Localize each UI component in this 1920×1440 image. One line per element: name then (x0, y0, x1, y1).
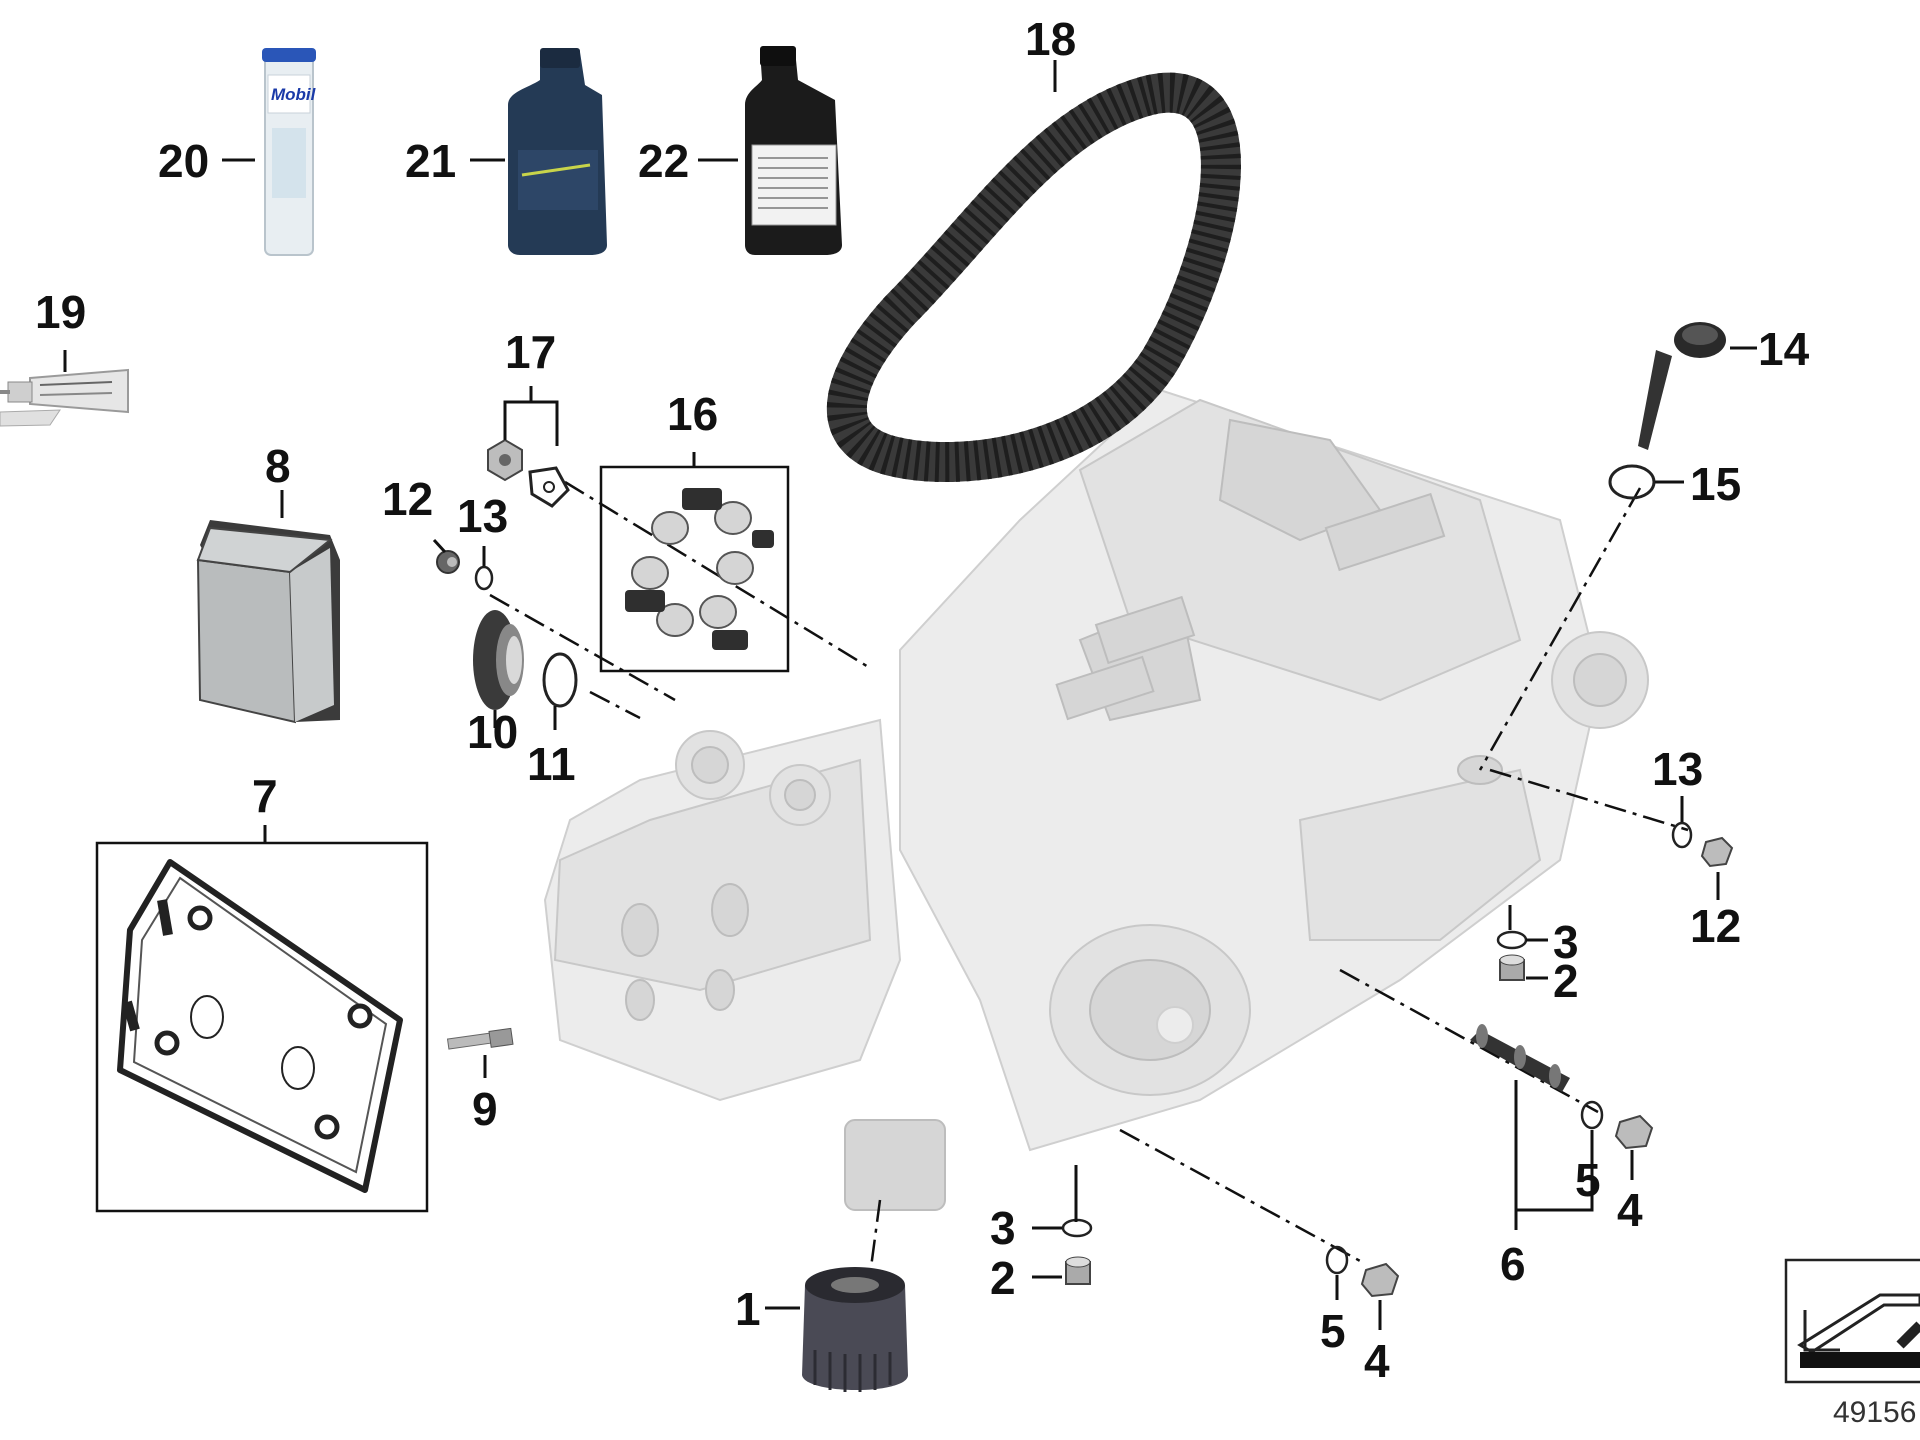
callout-5-right: 5 (1575, 1154, 1601, 1206)
callout-10: 10 (467, 706, 518, 758)
engine-transmission-housing (543, 388, 1649, 1211)
gear-oil-bottle-part (745, 46, 842, 255)
sealant-tube-part (0, 368, 129, 427)
plug-4-right (1614, 1114, 1654, 1150)
oil-filter-part (802, 1267, 908, 1392)
callout-12-left: 12 (382, 473, 433, 525)
callout-3-bottom: 3 (990, 1202, 1016, 1254)
strainer-part (1470, 1024, 1570, 1092)
callout-4-bottom: 4 (1364, 1335, 1390, 1387)
washer-3-bottom (1061, 1218, 1093, 1238)
callout-7: 7 (252, 770, 278, 822)
callout-15: 15 (1690, 458, 1741, 510)
callout-2-bottom: 2 (990, 1252, 1016, 1304)
bolt-12-left (436, 550, 460, 574)
grease-tube-part: Mobil (262, 48, 317, 256)
callout-21: 21 (405, 135, 456, 187)
o-ring-15 (1608, 464, 1656, 500)
callout-17: 17 (505, 326, 556, 378)
callout-1: 1 (735, 1283, 761, 1335)
callout-22: 22 (638, 135, 689, 187)
assembly-axis-lines (489, 480, 1689, 1276)
bolt-12-right (1700, 836, 1734, 868)
callout-13-right: 13 (1652, 743, 1703, 795)
callout-18: 18 (1025, 13, 1076, 65)
washer-5-right (1580, 1100, 1604, 1130)
callout-6: 6 (1500, 1238, 1526, 1290)
callout-16: 16 (667, 388, 718, 440)
o-ring-11 (542, 652, 578, 708)
diagram-reference-logo (1784, 1258, 1920, 1384)
engine-oil-bottle-part (508, 48, 607, 255)
damper-set-part (599, 465, 790, 673)
callout-12-right: 12 (1690, 900, 1741, 952)
callout-3-right: 3 (1553, 916, 1579, 968)
cap-part (473, 610, 524, 710)
washer-5-bottom (1325, 1245, 1349, 1275)
plug-2-right (1499, 954, 1525, 981)
leader-lines (63, 60, 1757, 1330)
grease-brand-label: Mobil (271, 85, 317, 104)
callout-9: 9 (472, 1083, 498, 1135)
drive-belt-part (827, 72, 1241, 482)
callout-5-bottom: 5 (1320, 1305, 1346, 1357)
plug-4-bottom (1360, 1262, 1400, 1298)
callout-20: 20 (158, 135, 209, 187)
callout-13-left: 13 (457, 490, 508, 542)
washer-13-right (1671, 821, 1693, 849)
air-filter-part (196, 520, 340, 724)
dipstick-part (1638, 322, 1726, 450)
screw-plug-part (446, 1027, 514, 1050)
callout-2-right: 2 (1553, 955, 1579, 1007)
diagram-reference-number: 49156 (1833, 1396, 1916, 1429)
callout-19: 19 (35, 286, 86, 338)
washer-3-right (1496, 930, 1528, 950)
washer-13-left (474, 565, 494, 591)
callout-14: 14 (1758, 323, 1810, 375)
callout-11: 11 (527, 738, 576, 790)
callout-8: 8 (265, 440, 291, 492)
plug-2-bottom (1065, 1256, 1091, 1285)
gasket-set-part (95, 841, 429, 1213)
callout-4-right: 4 (1617, 1184, 1643, 1236)
callout-numbers: 20 21 22 18 19 8 17 16 12 13 10 11 7 9 1… (35, 13, 1810, 1387)
